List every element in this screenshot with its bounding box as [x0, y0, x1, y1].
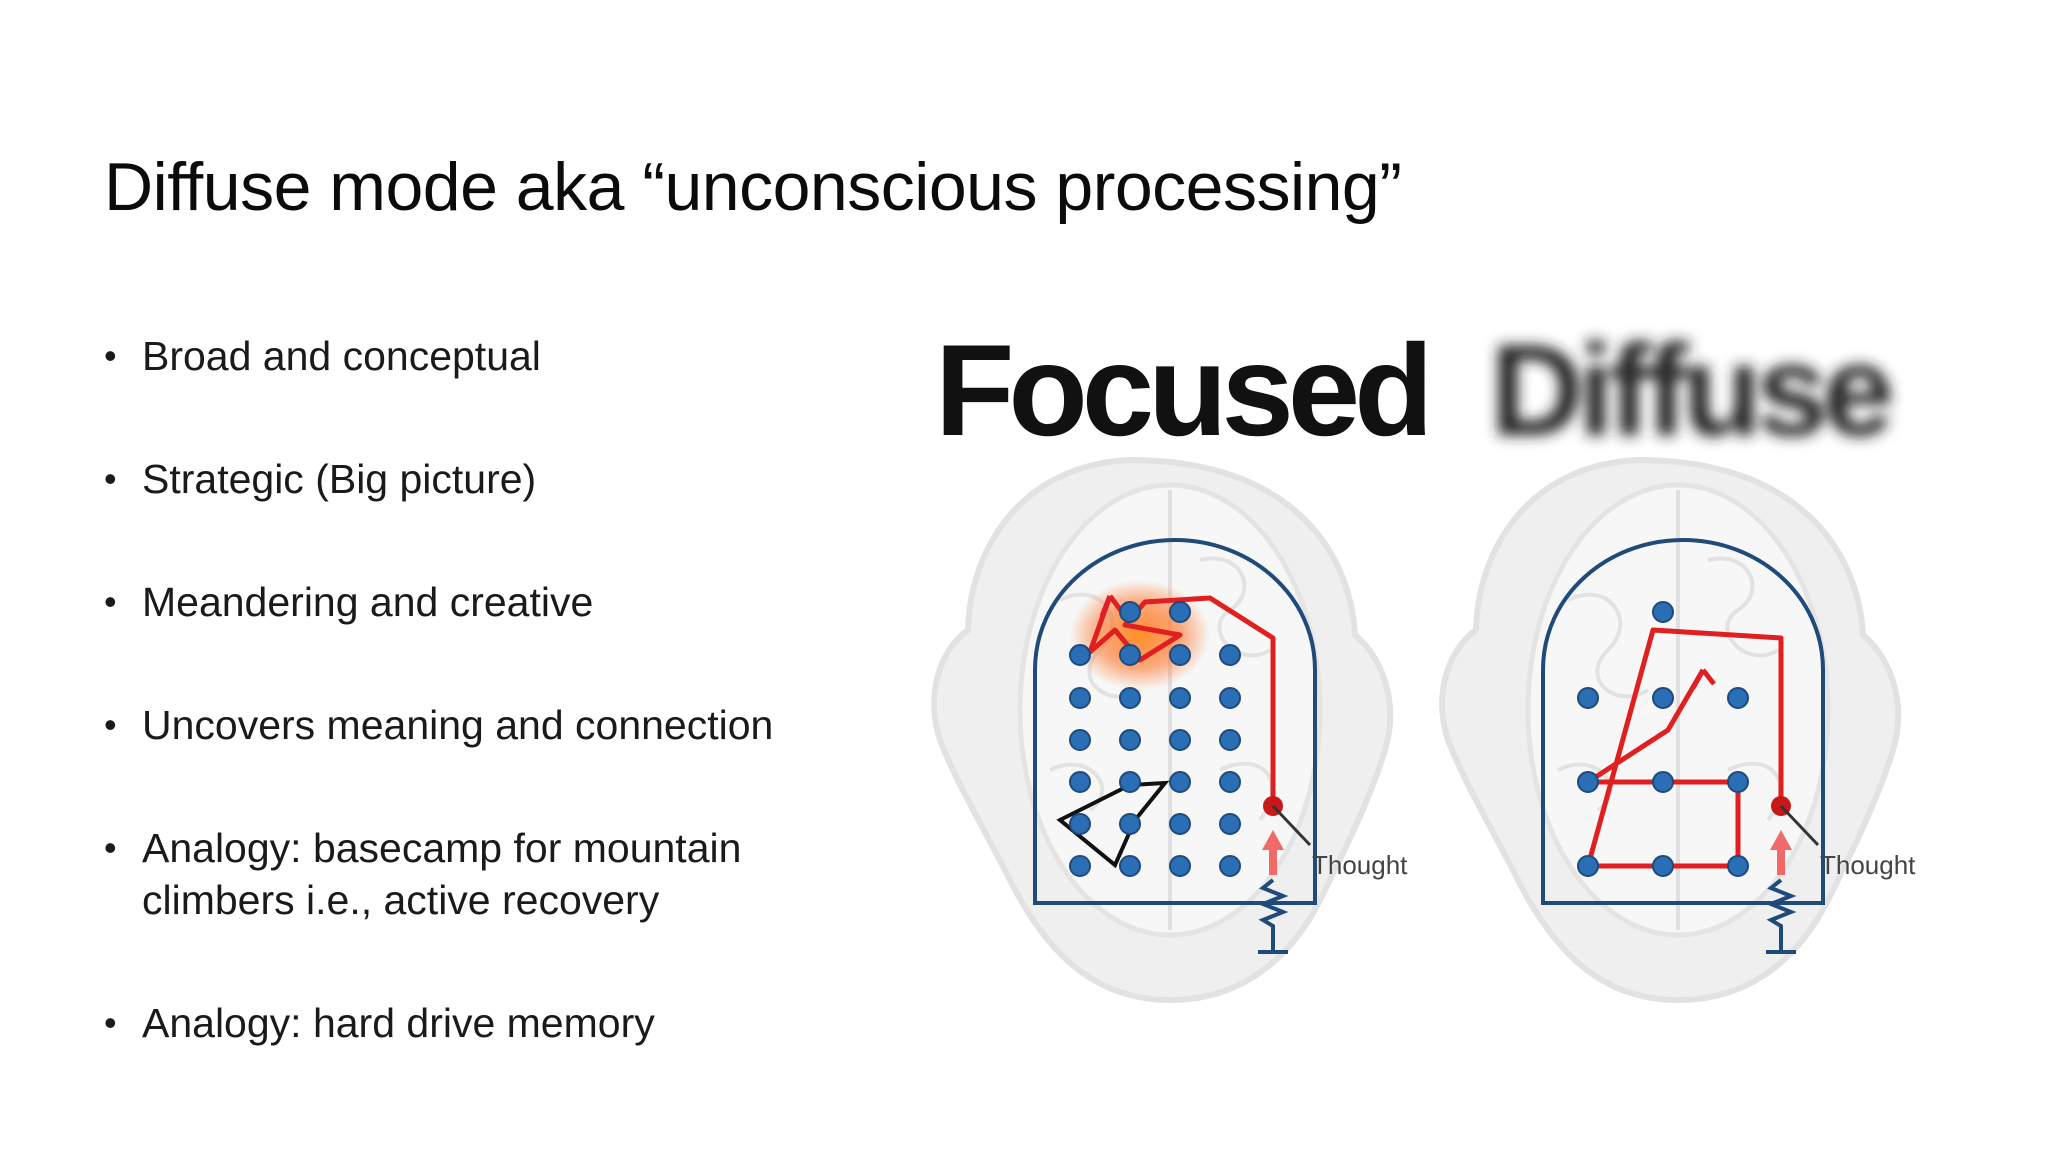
spring-icon [1765, 878, 1797, 954]
bullet-item: • Strategic (Big picture) [104, 453, 864, 505]
launch-arrow-icon [1770, 830, 1792, 875]
focused-arch-frame [1033, 537, 1317, 905]
bullet-text: Strategic (Big picture) [142, 456, 537, 502]
bullet-text: Meandering and creative [142, 579, 594, 625]
diffuse-label: Diffuse [1490, 317, 1890, 463]
spring-icon [1257, 878, 1289, 954]
bullet-symbol: • [104, 581, 117, 622]
focused-label: Focused [935, 317, 1428, 463]
diffuse-node-grid [1577, 601, 1749, 877]
slide-title: Diffuse mode aka “unconscious processing… [104, 149, 1402, 225]
bullet-list: • Broad and conceptual • Strategic (Big pi… [104, 330, 864, 1120]
bullet-text: Analogy: hard drive memory [142, 1000, 655, 1046]
bullet-item: • Uncovers meaning and connection [104, 699, 864, 751]
bullet-symbol: • [104, 1002, 117, 1043]
focused-node-grid [1069, 601, 1241, 877]
bullet-symbol: • [104, 827, 117, 868]
bullet-item: • Meandering and creative [104, 576, 864, 628]
diffuse-brain: Thought [1439, 456, 1916, 1004]
diffuse-arch-frame [1541, 537, 1825, 905]
focused-thought-label: Thought [1312, 850, 1408, 880]
bullet-symbol: • [104, 458, 117, 499]
focused-brain: Thought [931, 456, 1408, 1004]
diffuse-thought-label: Thought [1820, 850, 1916, 880]
focused-thought-path [1087, 595, 1276, 806]
brain-diagram: Focused Diffuse [931, 317, 1916, 1004]
launch-arrow-icon [1262, 830, 1284, 875]
bullet-item: • Analogy: hard drive memory [104, 997, 864, 1049]
bullet-text: Uncovers meaning and connection [142, 702, 774, 748]
bullet-symbol: • [104, 704, 117, 745]
bullet-text: Analogy: basecamp for mountain climbers … [142, 825, 742, 923]
bullet-symbol: • [104, 335, 117, 376]
focused-diffuse-illustration: Focused Diffuse [900, 300, 1980, 1020]
bullet-item: • Broad and conceptual [104, 330, 864, 382]
bullet-text: Broad and conceptual [142, 333, 541, 379]
bullet-item: • Analogy: basecamp for mountain climbers… [104, 822, 864, 926]
